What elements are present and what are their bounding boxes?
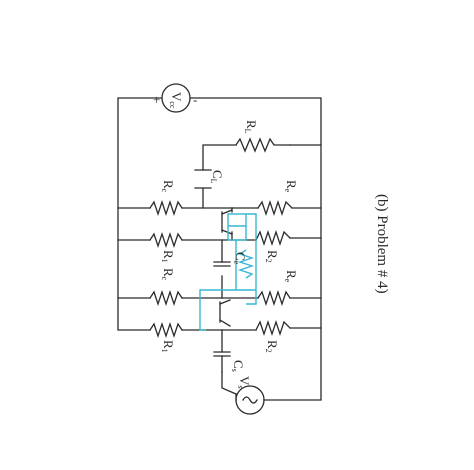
highlight-overlay xyxy=(199,213,257,331)
label-rc1: Rc xyxy=(160,180,176,193)
resistor-re2 xyxy=(257,289,291,307)
vs-label: Vs xyxy=(236,376,252,389)
vcc-source: Vcc + - xyxy=(153,83,197,113)
label-cs: Cs xyxy=(230,360,246,372)
resistor-r2b xyxy=(255,319,291,337)
label-rl: RL xyxy=(243,120,259,134)
label-cl: CL xyxy=(209,170,225,184)
component-labels: RL CL Rc Re R1 R2 Ce Rc Re R1 R2 Cs xyxy=(160,120,299,372)
label-ce: Ce xyxy=(232,252,248,265)
ac-wave-icon xyxy=(242,396,258,404)
resistor-re1 xyxy=(257,199,293,217)
figure-caption: (b) Problem # 4) xyxy=(374,194,390,294)
resistor-rc1 xyxy=(149,199,183,217)
vcc-plus: + xyxy=(153,92,160,107)
vcc-minus: - xyxy=(193,92,197,107)
label-rc2: Rc xyxy=(160,268,176,281)
label-r2b: R2 xyxy=(264,340,280,353)
capacitor-cl xyxy=(194,169,212,189)
highlight-capacitor-box xyxy=(227,213,247,241)
label-r1a: R1 xyxy=(160,250,176,263)
resistor-r1a xyxy=(149,231,183,249)
label-r1b: R1 xyxy=(160,340,176,353)
vs-source: Vs xyxy=(235,376,265,415)
resistor-rl xyxy=(235,137,291,153)
vcc-label: Vcc xyxy=(168,92,184,109)
label-r2a: R2 xyxy=(264,250,280,263)
resistor-r1b xyxy=(149,321,183,339)
label-re1: Re xyxy=(283,180,299,193)
wires xyxy=(117,97,322,401)
resistor-rc2 xyxy=(149,289,183,307)
resistor-r2a xyxy=(255,229,291,247)
resistors xyxy=(149,137,293,339)
label-re2: Re xyxy=(283,270,299,283)
